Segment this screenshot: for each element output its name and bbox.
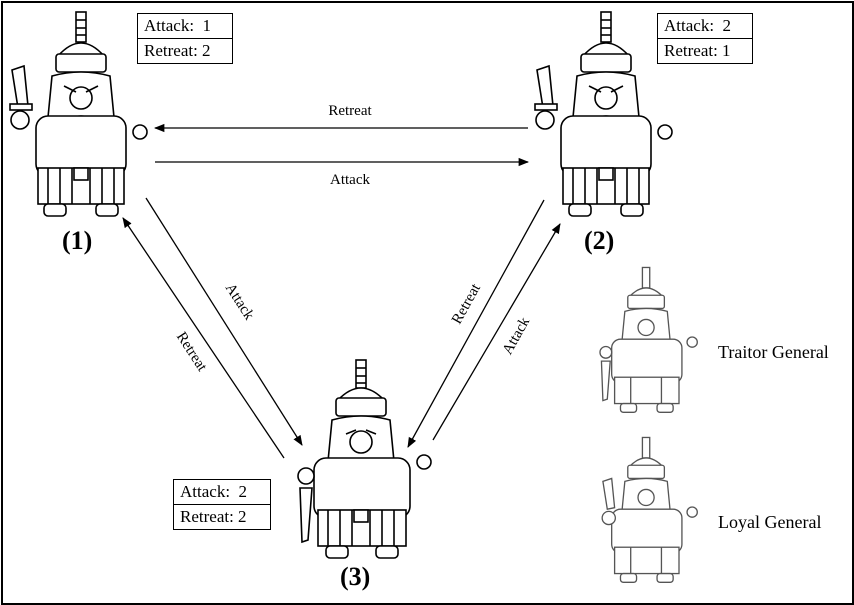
traitor-general-icon	[599, 266, 698, 413]
retreat-count: Retreat: 1	[658, 38, 752, 63]
sad-general-icon	[297, 359, 432, 559]
angry-general-icon	[9, 11, 148, 217]
arrow-3-to-1	[122, 217, 285, 459]
message-label-3-to-1: Retreat	[173, 329, 210, 375]
arrow-2-to-3	[407, 199, 545, 448]
legend-traitor-label: Traitor General	[718, 342, 829, 362]
angry-general-icon	[534, 11, 673, 217]
message-label-2-to-3: Retreat	[449, 281, 484, 327]
message-label-3-to-2: Attack	[500, 314, 534, 357]
attack-count: Attack: 1	[144, 16, 212, 35]
legend-loyal-figure	[594, 436, 704, 591]
arrow-3-to-2	[432, 223, 561, 441]
legend-loyal-label: Loyal General	[718, 512, 822, 532]
general-1-figure	[0, 8, 150, 228]
retreat-count: Retreat: 2	[174, 504, 270, 529]
arrow-1-to-3	[145, 197, 303, 446]
message-label-1-to-2: Attack	[330, 172, 370, 188]
general-1-label: (1)	[62, 226, 93, 255]
loyal-general-icon	[601, 436, 698, 583]
general-3-label: (3)	[340, 562, 371, 591]
legend-traitor-figure	[594, 266, 704, 421]
retreat-count: Retreat: 2	[138, 38, 232, 63]
general-2-vote-tally: Attack: 2 Retreat: 1	[657, 13, 753, 64]
attack-count: Attack: 2	[180, 482, 248, 501]
message-label-1-to-3: Attack	[222, 281, 257, 324]
general-3-figure	[290, 358, 440, 568]
attack-count: Attack: 2	[664, 16, 732, 35]
general-2-figure	[525, 8, 675, 228]
general-1-vote-tally: Attack: 1 Retreat: 2	[137, 13, 233, 64]
general-3-vote-tally: Attack: 2 Retreat: 2	[173, 479, 271, 530]
general-2-label: (2)	[584, 226, 615, 255]
message-label-2-to-1: Retreat	[328, 103, 372, 119]
